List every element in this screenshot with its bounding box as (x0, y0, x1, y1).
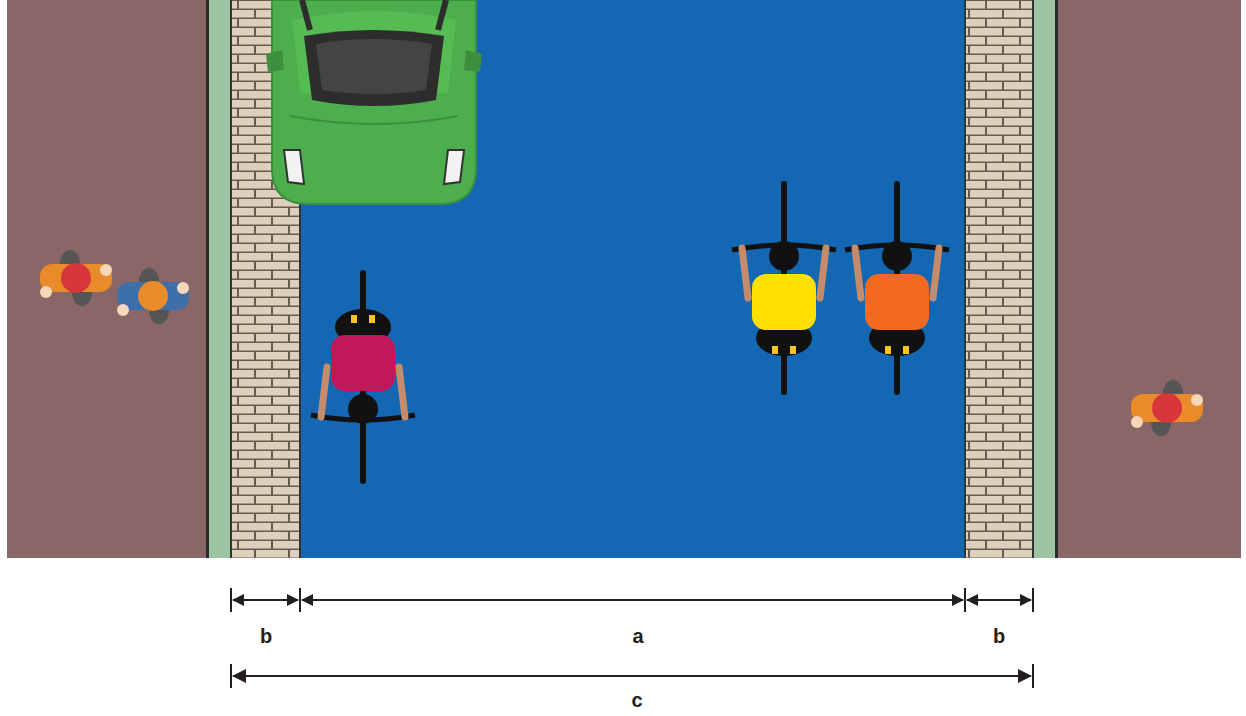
dimension-lines (231, 588, 1033, 688)
dimension-label: c (631, 688, 642, 712)
curb-line (1055, 0, 1058, 558)
cyclist (311, 270, 415, 484)
cyclist (732, 181, 836, 395)
dimension-label: a (632, 624, 643, 648)
verge-strip (1034, 0, 1055, 558)
road-surface (301, 0, 964, 558)
dimension-label: b (993, 624, 1005, 648)
verge-strip (209, 0, 230, 558)
brick-gutter (965, 0, 1033, 558)
dimension-label: b (260, 624, 272, 648)
curb-line (206, 0, 209, 558)
car (266, 0, 482, 204)
sidewalk (7, 0, 206, 558)
pedestrian (40, 250, 112, 306)
pedestrian (117, 268, 189, 324)
cyclist (845, 181, 949, 395)
sidewalk (1058, 0, 1241, 558)
pedestrian (1131, 380, 1203, 436)
